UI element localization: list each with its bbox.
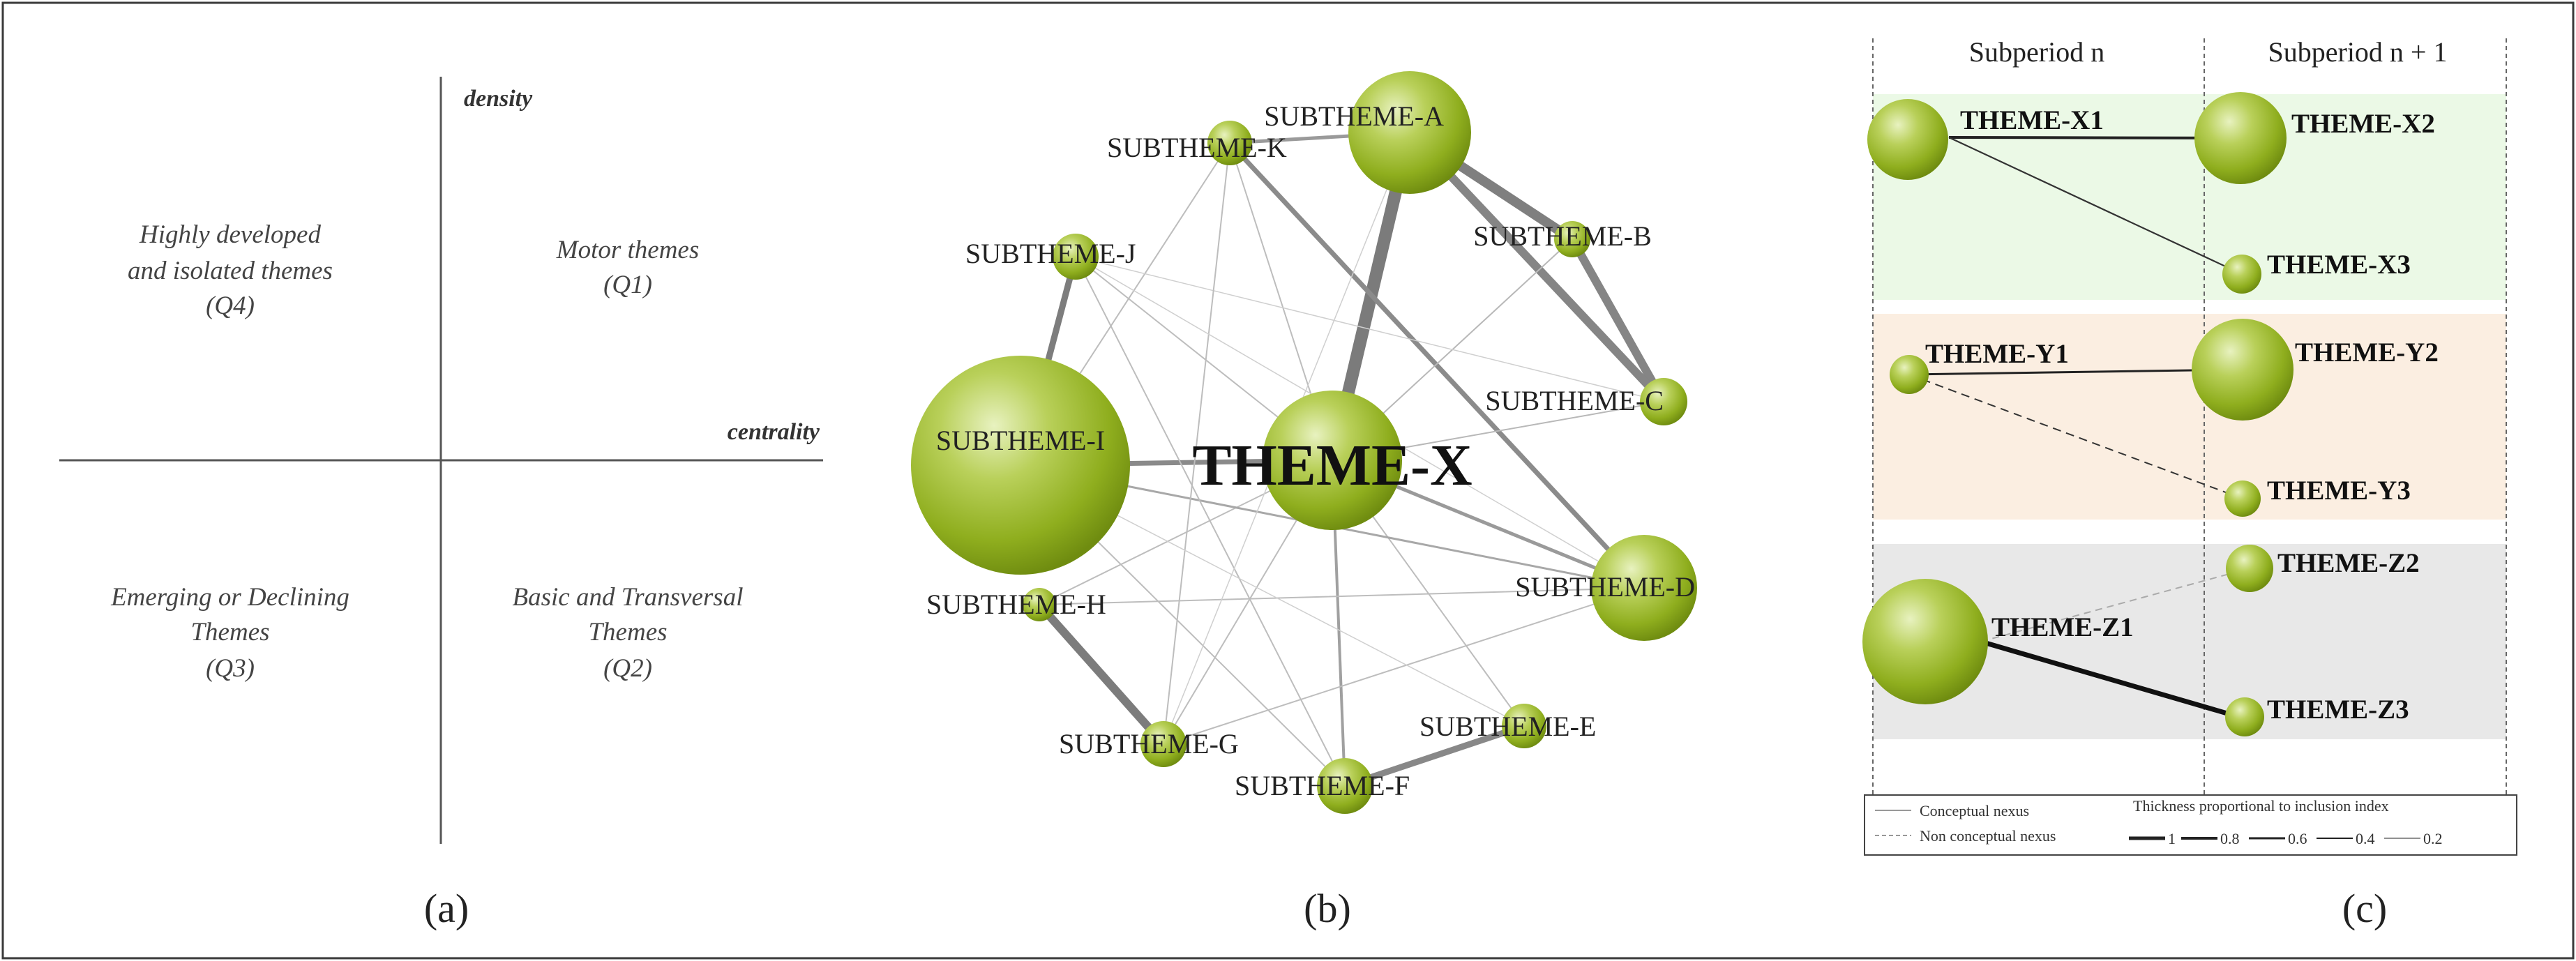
q4-text-line1: Highly developed [139,220,321,249]
label-theme-x3: THEME-X3 [2267,250,2411,280]
label-theme-y2: THEME-Y2 [2295,338,2439,368]
node-theme-z1 [1862,579,1988,704]
link-z1-z3 [1980,639,2240,720]
label-subtheme-i: SUBTHEME-I [936,425,1105,456]
q3-text-line1: Emerging or Declining [110,583,349,612]
label-subtheme-a: SUBTHEME-A [1264,100,1444,132]
label-theme-y1: THEME-Y1 [1925,339,2069,369]
network-nodes [911,71,1697,814]
label-subtheme-j: SUBTHEME-J [965,238,1136,269]
legend-scale-label: 0.4 [2356,830,2375,847]
legend-thickness-scale: 1 0.8 0.6 0.4 0.2 [2129,830,2443,847]
legend-box [1864,794,2517,856]
edge-j-f [1075,256,1346,787]
node-theme-z2 [2226,545,2273,592]
node-theme-y3 [2224,480,2261,517]
panel-c-thematic-evolution: Subperiod n Subperiod n + 1 THEME-X1 THE… [1862,36,2517,931]
legend-scale-label: 0.6 [2288,830,2307,847]
node-theme-x3 [2222,255,2261,294]
label-theme-z2: THEME-Z2 [2277,548,2420,578]
legend-scale-label: 0.2 [2423,830,2443,847]
axis-label-centrality: centrality [728,419,820,445]
node-subtheme-c [1640,378,1687,425]
legend-scale-label: 1 [2168,830,2176,847]
label-subtheme-b: SUBTHEME-B [1473,220,1652,252]
q2-text-line1: Basic and Transversal [513,583,744,612]
theme-x-band [1873,94,2506,300]
caption-a: (a) [424,886,469,931]
node-subtheme-h [1023,588,1056,621]
node-subtheme-f [1317,758,1373,814]
label-subtheme-k: SUBTHEME-K [1107,132,1287,163]
edge-b-c [1568,235,1668,406]
node-theme-y2 [2192,319,2293,421]
label-subtheme-f: SUBTHEME-F [1235,770,1410,801]
legend: Conceptual nexus Non conceptual nexus Th… [1864,794,2517,856]
node-subtheme-g [1140,721,1187,767]
label-theme-x: THEME-X [1192,433,1472,498]
edge-k-g [1163,142,1230,745]
node-theme-z3 [2225,697,2264,736]
q1-text-line1: Motor themes [556,236,700,264]
label-theme-y3: THEME-Y3 [2267,476,2411,506]
node-theme-y1 [1890,355,1929,394]
node-theme-x [1263,391,1402,530]
legend-non-conceptual-label: Non conceptual nexus [1920,827,2056,845]
link-x1-x3 [1948,137,2243,275]
panel-b-thematic-network: THEME-X SUBTHEME-A SUBTHEME-B SUBTHEME-C SUB… [911,71,1697,931]
label-subtheme-d: SUBTHEME-D [1515,571,1695,603]
network-labels: THEME-X SUBTHEME-A SUBTHEME-B SUBTHEME-C SUB… [926,100,1695,801]
link-y1-y3 [1908,374,2243,499]
node-subtheme-i [911,356,1130,575]
edge-k-d [1227,140,1647,591]
edge-j-c [1075,256,1664,402]
node-subtheme-k [1207,121,1252,165]
q3-text-line2: Themes [190,618,269,646]
edge-h-d [1039,587,1645,605]
node-subtheme-e [1502,704,1546,748]
legend-conceptual-label: Conceptual nexus [1920,802,2029,819]
label-subtheme-h: SUBTHEME-H [926,589,1106,620]
edge-g-d [1163,587,1645,745]
caption-b: (b) [1304,886,1351,931]
node-subtheme-d [1591,535,1697,641]
node-subtheme-b [1554,221,1590,257]
link-y1-y2 [1908,368,2240,376]
label-theme-x2: THEME-X2 [2291,109,2435,139]
label-subtheme-e: SUBTHEME-E [1419,711,1596,742]
theme-y-band [1873,314,2506,520]
link-z1-z2 [1980,568,2250,642]
q2-code: (Q2) [603,654,652,683]
q3-code: (Q3) [206,654,255,683]
label-theme-x1: THEME-X1 [1960,105,2104,135]
node-theme-x1 [1867,99,1948,180]
panel-a-strategic-diagram: density centrality Highly developed and … [59,77,823,931]
edge-f-e [1341,722,1528,789]
node-theme-x2 [2194,92,2287,184]
legend-scale-label: 0.8 [2220,830,2240,847]
node-subtheme-a [1348,71,1471,194]
label-subtheme-c: SUBTHEME-C [1485,385,1664,416]
caption-c: (c) [2342,886,2387,931]
axis-label-density: density [464,86,533,112]
label-theme-z3: THEME-Z3 [2267,695,2409,725]
q4-code: (Q4) [206,292,255,320]
edge-h-g [1035,600,1168,748]
label-theme-z1: THEME-Z1 [1991,612,2134,642]
q1-code: (Q1) [603,271,652,299]
q4-text-line2: and isolated themes [128,257,333,285]
label-subtheme-g: SUBTHEME-G [1059,728,1239,759]
legend-thickness-title: Thickness proportional to inclusion inde… [2133,797,2389,815]
q2-text-line2: Themes [588,618,667,646]
column-header-subperiod-n1: Subperiod n + 1 [2268,36,2448,68]
node-subtheme-j [1053,234,1099,280]
column-header-subperiod-n: Subperiod n [1969,36,2104,68]
edge-a-c [1406,128,1668,406]
